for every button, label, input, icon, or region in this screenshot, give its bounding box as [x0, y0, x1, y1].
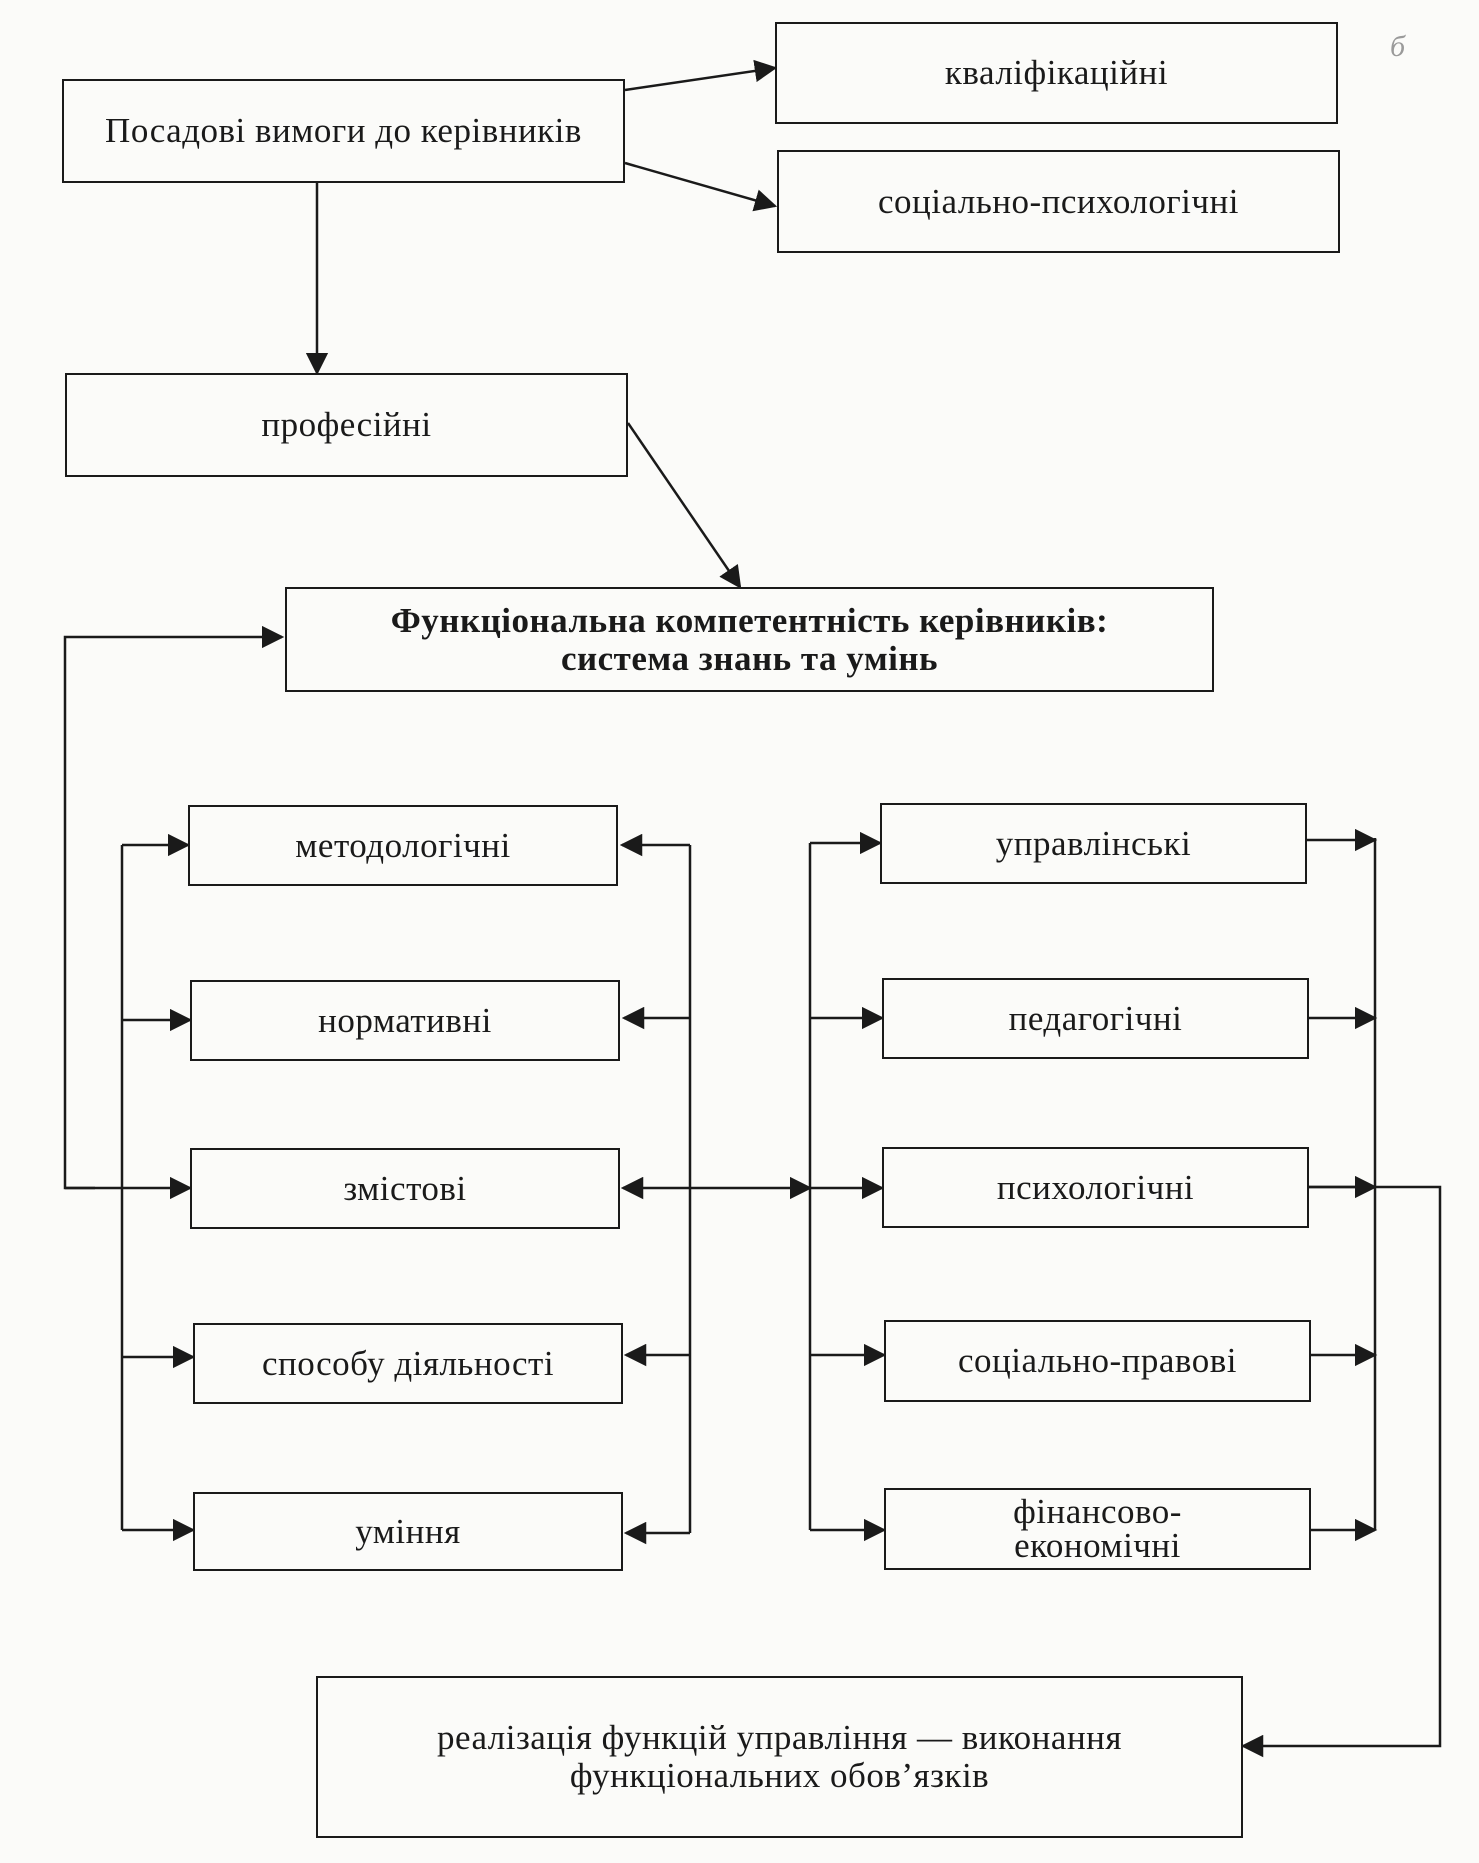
node-activity-mode: способу діяльності: [193, 1323, 623, 1404]
node-result-line2: функціональних обов’язків: [569, 1756, 990, 1795]
node-skills-label: уміння: [355, 1511, 461, 1551]
node-socio-psych: соціально-психологічні: [777, 150, 1340, 253]
node-socio-legal: соціально-правові: [884, 1320, 1311, 1402]
node-methodological: методологічні: [188, 805, 618, 886]
node-content-label: змістові: [343, 1168, 467, 1208]
node-root-label: Посадові вимоги до керівників: [105, 111, 582, 150]
node-socio-psych-label: соціально-психологічні: [878, 181, 1239, 221]
arrow-professional-to-competence: [626, 422, 742, 589]
node-qualification-label: кваліфікаційні: [944, 53, 1169, 92]
node-financial-economic: фінансово- економічні: [884, 1488, 1311, 1570]
node-professional-label: професійні: [261, 405, 432, 444]
node-root: Посадові вимоги до керівників: [62, 79, 625, 183]
node-functional-competence-line2: система знань та умінь: [560, 638, 939, 678]
node-socio-legal-label: соціально-правові: [958, 1341, 1237, 1380]
node-content: змістові: [190, 1148, 620, 1229]
node-skills: уміння: [193, 1492, 623, 1571]
node-managerial-label: управлінські: [995, 823, 1192, 863]
node-functional-competence: Функціональна компетентність керівників:…: [285, 587, 1214, 692]
node-financial-economic-line2: економічні: [1014, 1526, 1181, 1565]
node-managerial: управлінські: [880, 803, 1307, 884]
node-normative: нормативні: [190, 980, 620, 1061]
margin-handwritten-mark: б: [1390, 30, 1406, 63]
node-activity-mode-label: способу діяльності: [261, 1343, 555, 1383]
node-normative-label: нормативні: [318, 1000, 492, 1040]
loop-left-outer: [63, 625, 285, 1190]
arrow-psych-to-result: [1240, 1185, 1442, 1758]
node-qualification: кваліфікаційні: [775, 22, 1338, 124]
node-functional-competence-line1: Функціональна компетентність керівників:: [390, 600, 1109, 640]
arrow-root-to-qualification: [624, 59, 778, 92]
node-methodological-label: методологічні: [295, 825, 511, 865]
node-result: реалізація функцій управління — виконанн…: [316, 1676, 1243, 1838]
node-pedagogical-label: педагогічні: [1008, 998, 1183, 1038]
node-psychological-label: психологічні: [996, 1167, 1195, 1207]
node-professional: професійні: [65, 373, 628, 477]
arrow-root-to-socio-psych: [624, 161, 778, 212]
node-psychological: психологічні: [882, 1147, 1309, 1228]
node-pedagogical: педагогічні: [882, 978, 1309, 1059]
node-financial-economic-line1: фінансово-: [1013, 1492, 1182, 1531]
node-result-line1: реалізація функцій управління — виконанн…: [436, 1718, 1123, 1757]
